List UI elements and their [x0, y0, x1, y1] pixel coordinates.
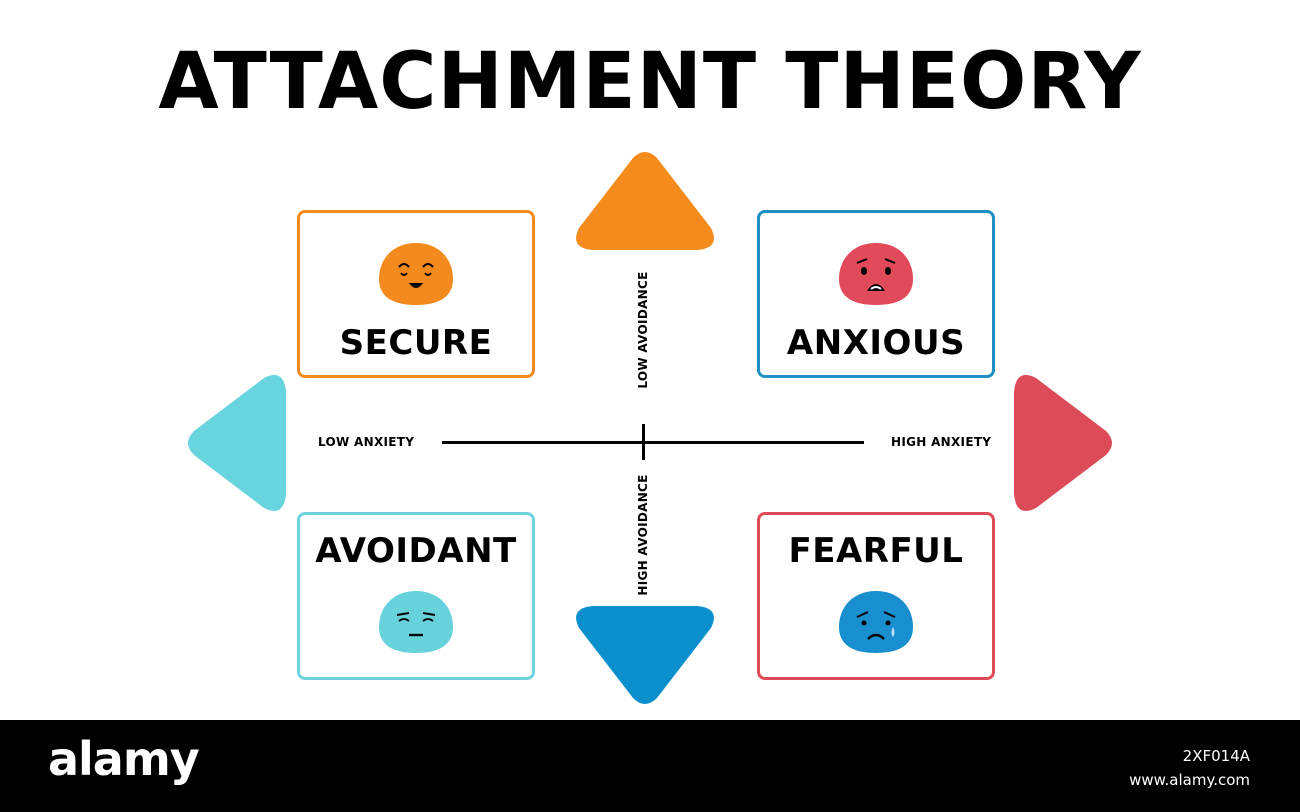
horizontal-axis-line: [442, 441, 864, 444]
alamy-logo: alamy: [48, 732, 200, 786]
right-triangle-icon: [1014, 375, 1112, 511]
smiling-face-icon: [379, 243, 453, 305]
secure-box: SECURE: [297, 210, 535, 378]
low-anxiety-label: LOW ANXIETY: [318, 435, 415, 449]
fearful-box: FEARFUL: [757, 512, 995, 680]
site-url: www.alamy.com: [1129, 771, 1250, 789]
watermark-footer: alamy 2XF014A www.alamy.com: [0, 720, 1300, 812]
image-id: 2XF014A: [1182, 747, 1250, 765]
left-triangle-icon: [188, 375, 286, 511]
anxious-label: ANXIOUS: [786, 323, 966, 363]
image-id-block: 2XF014A www.alamy.com: [1129, 744, 1250, 792]
anxious-box: ANXIOUS: [757, 210, 995, 378]
neutral-face-icon: [379, 591, 453, 653]
page-title: ATTACHMENT THEORY: [158, 37, 1142, 127]
up-triangle-icon: [576, 152, 714, 250]
center-tick: [642, 424, 645, 460]
secure-label: SECURE: [339, 323, 493, 363]
sad-crying-face-icon: [839, 591, 913, 653]
high-avoidance-label: HIGH AVOIDANCE: [636, 474, 650, 596]
distressed-face-icon: [839, 243, 913, 305]
fearful-label: FEARFUL: [788, 531, 964, 571]
avoidant-label: AVOIDANT: [315, 531, 517, 571]
high-anxiety-label: HIGH ANXIETY: [891, 435, 992, 449]
down-triangle-icon: [576, 606, 714, 704]
low-avoidance-label: LOW AVOIDANCE: [636, 271, 650, 389]
avoidant-box: AVOIDANT: [297, 512, 535, 680]
